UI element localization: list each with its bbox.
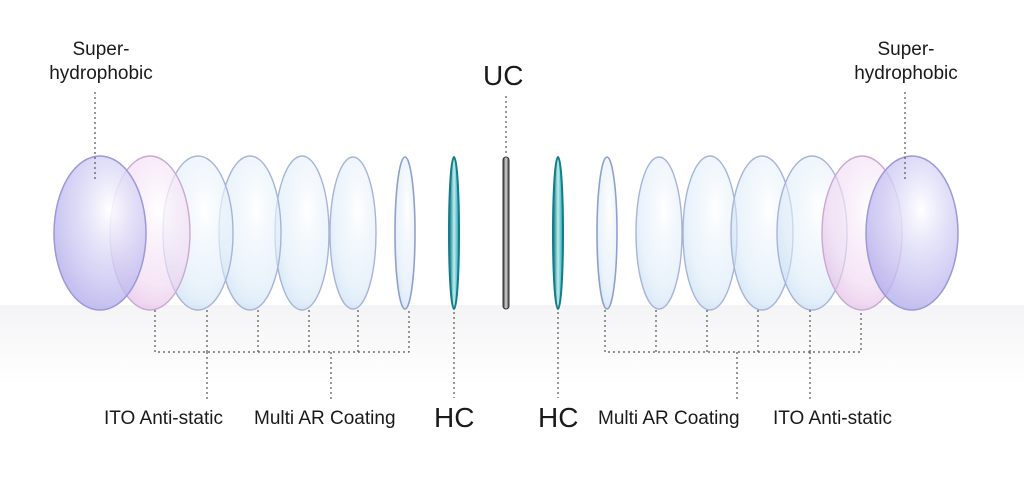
label-super-hydrophobic-right-line2: hydrophobic xyxy=(854,63,958,84)
label-ar-right: Multi AR Coating xyxy=(598,408,740,429)
right-lens-stack xyxy=(596,155,959,311)
lens-ar-right-3 xyxy=(682,155,738,311)
leader-lines xyxy=(94,92,906,400)
lens-ar-left-5 xyxy=(394,156,416,310)
floor-band xyxy=(0,305,1024,385)
label-ito-right: ITO Anti-static xyxy=(773,408,892,429)
lens-hydrophobic-right xyxy=(865,155,959,311)
lens-hydrophobic-left xyxy=(53,155,147,311)
lens-ar-right-4 xyxy=(635,156,683,310)
label-hc-left: HC xyxy=(434,402,475,433)
label-super-hydrophobic-right-line1: Super- xyxy=(877,39,935,60)
label-uc: UC xyxy=(483,60,524,91)
label-hc-right: HC xyxy=(538,402,579,433)
bracket-left xyxy=(154,310,410,353)
label-super-hydrophobic-left: Super- hydrophobic xyxy=(46,38,156,86)
label-ar-left: Multi AR Coating xyxy=(254,408,396,429)
label-super-hydrophobic-left-line2: hydrophobic xyxy=(49,63,153,84)
bracket-right xyxy=(604,310,862,353)
lens-hc-left xyxy=(448,156,460,310)
lens-ar-left-3 xyxy=(274,155,330,311)
left-lens-stack xyxy=(53,155,416,311)
lens-ar-left-4 xyxy=(329,156,377,310)
label-ito-left: ITO Anti-static xyxy=(104,408,223,429)
lens-hc-right xyxy=(552,156,564,310)
lens-ar-right-5 xyxy=(596,156,618,310)
lens-uc xyxy=(502,156,510,310)
label-super-hydrophobic-right: Super- hydrophobic xyxy=(851,38,961,86)
label-super-hydrophobic-left-line1: Super- xyxy=(72,39,130,60)
